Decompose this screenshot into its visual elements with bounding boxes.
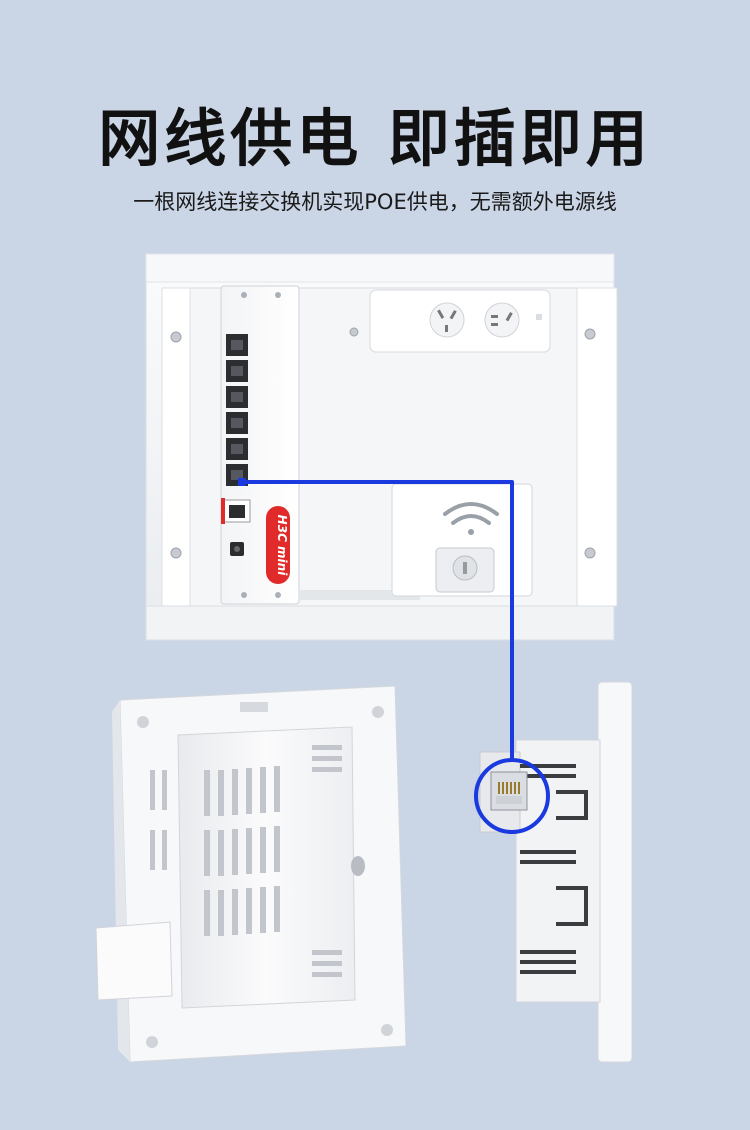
rj45-port-icon — [226, 386, 248, 408]
rj45-port-icon — [490, 771, 528, 811]
power-socket-icon — [484, 302, 520, 338]
switch-brand: H3C mini — [275, 515, 289, 577]
power-socket-icon — [429, 302, 465, 338]
wifi-icon — [443, 502, 499, 535]
power-strip — [369, 289, 551, 353]
network-cable — [242, 480, 514, 760]
subheadline: 一根网线连接交换机实现POE供电，无需额外电源线 — [133, 190, 617, 214]
rj45-port-icon — [226, 360, 248, 382]
wall-ap-side — [474, 681, 633, 1063]
headline: 网线供电 即插即用 — [98, 102, 652, 175]
ap-in-box — [391, 483, 533, 597]
rj45-port-icon — [226, 412, 248, 434]
poe-switch: H3C mini — [220, 285, 300, 605]
rj45-port-icon — [226, 438, 248, 460]
wall-ap-back — [95, 685, 407, 1063]
rj45-port-icon — [226, 334, 248, 356]
